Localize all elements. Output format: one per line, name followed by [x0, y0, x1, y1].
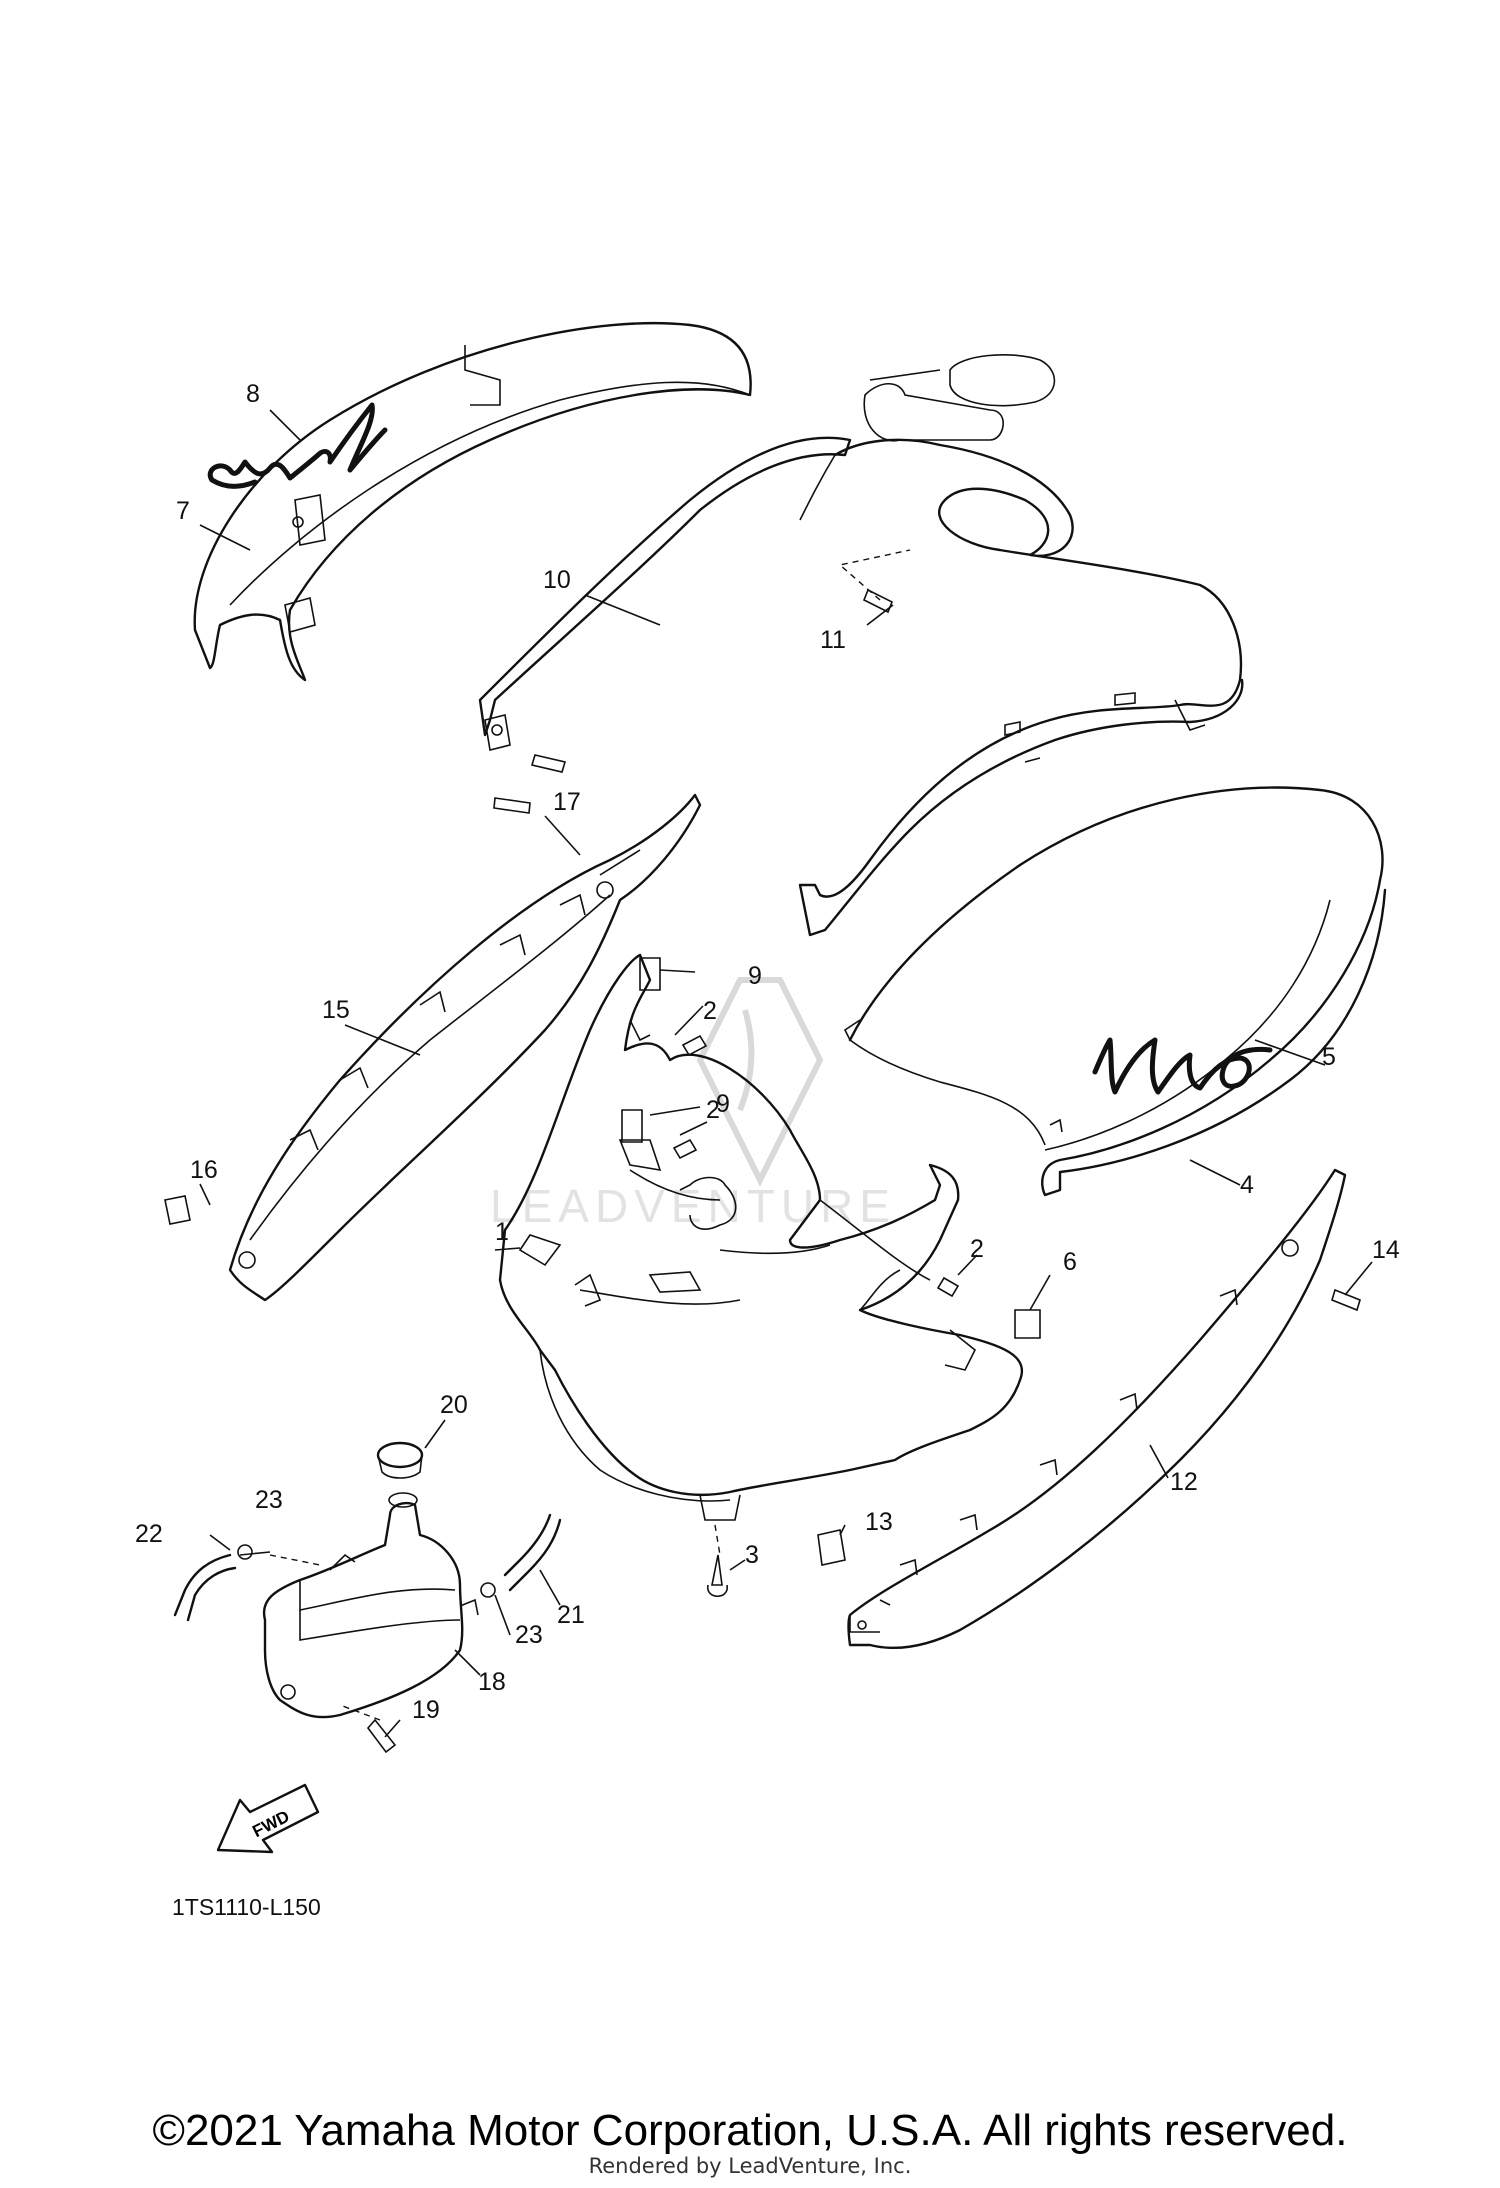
part-18-tank: [262, 1492, 479, 1719]
copyright-text: ©2021 Yamaha Motor Corporation, U.S.A. A…: [152, 2106, 1348, 2155]
callout-9a: 9: [748, 962, 762, 990]
callout-7: 7: [176, 497, 190, 525]
callout-11: 11: [820, 626, 846, 654]
callout-10: 10: [543, 566, 571, 594]
callout-5: 5: [1322, 1043, 1336, 1071]
part-22-hose: [173, 1553, 237, 1622]
callout-3: 3: [745, 1541, 759, 1569]
callout-16: 16: [190, 1156, 218, 1184]
watermark: LEADVENTURE: [490, 977, 896, 1232]
callout-14: 14: [1372, 1236, 1400, 1264]
callout-20: 20: [440, 1391, 468, 1419]
callout-6: 6: [1063, 1248, 1077, 1276]
fwd-arrow-icon: FWD: [216, 1783, 320, 1854]
callout-21: 21: [557, 1601, 585, 1629]
callout-2a: 2: [703, 997, 717, 1025]
part-1-body: [498, 953, 1024, 1521]
part-12-lower-panel: [847, 1168, 1347, 1649]
part-4-lower-panel: [843, 786, 1387, 1197]
callout-23a: 23: [255, 1486, 283, 1514]
callout-9b: 9: [716, 1090, 730, 1118]
callout-13: 13: [865, 1508, 893, 1536]
part-20-cap: [376, 1441, 424, 1479]
part-21-hose: [503, 1513, 562, 1592]
callout-2c: 2: [970, 1235, 984, 1263]
callout-2b: 2: [706, 1096, 720, 1124]
callout-4: 4: [1240, 1171, 1254, 1199]
part-8-decal: [207, 402, 388, 489]
callout-15: 15: [322, 996, 350, 1024]
callouts: 1 2 2 2 3 4 5 6 7 8 9 9 10 11 12 13 14 1…: [135, 380, 1400, 1724]
diagram-code: 1TS1110-L150: [172, 1894, 321, 1920]
callout-8: 8: [246, 380, 260, 408]
fasteners: [164, 588, 1361, 1754]
part-7-rear-cover: [193, 322, 752, 682]
part-15-rail: [228, 793, 702, 1302]
leader-lines: [199, 409, 1373, 1738]
rendered-by-text: Rendered by LeadVenture, Inc.: [588, 2154, 912, 2178]
callout-22: 22: [135, 1520, 163, 1548]
callout-1: 1: [495, 1218, 509, 1246]
dashed-lines: [269, 549, 911, 1721]
callout-12: 12: [1170, 1468, 1198, 1496]
part-4-side-cover: [798, 354, 1244, 937]
callout-23b: 23: [515, 1621, 543, 1649]
watermark-text: LEADVENTURE: [490, 1180, 896, 1232]
callout-17: 17: [553, 788, 581, 816]
part-23-clips: [237, 1544, 496, 1598]
part-10-bracket: [478, 436, 852, 751]
callout-18: 18: [478, 1668, 506, 1696]
callout-19: 19: [412, 1696, 440, 1724]
